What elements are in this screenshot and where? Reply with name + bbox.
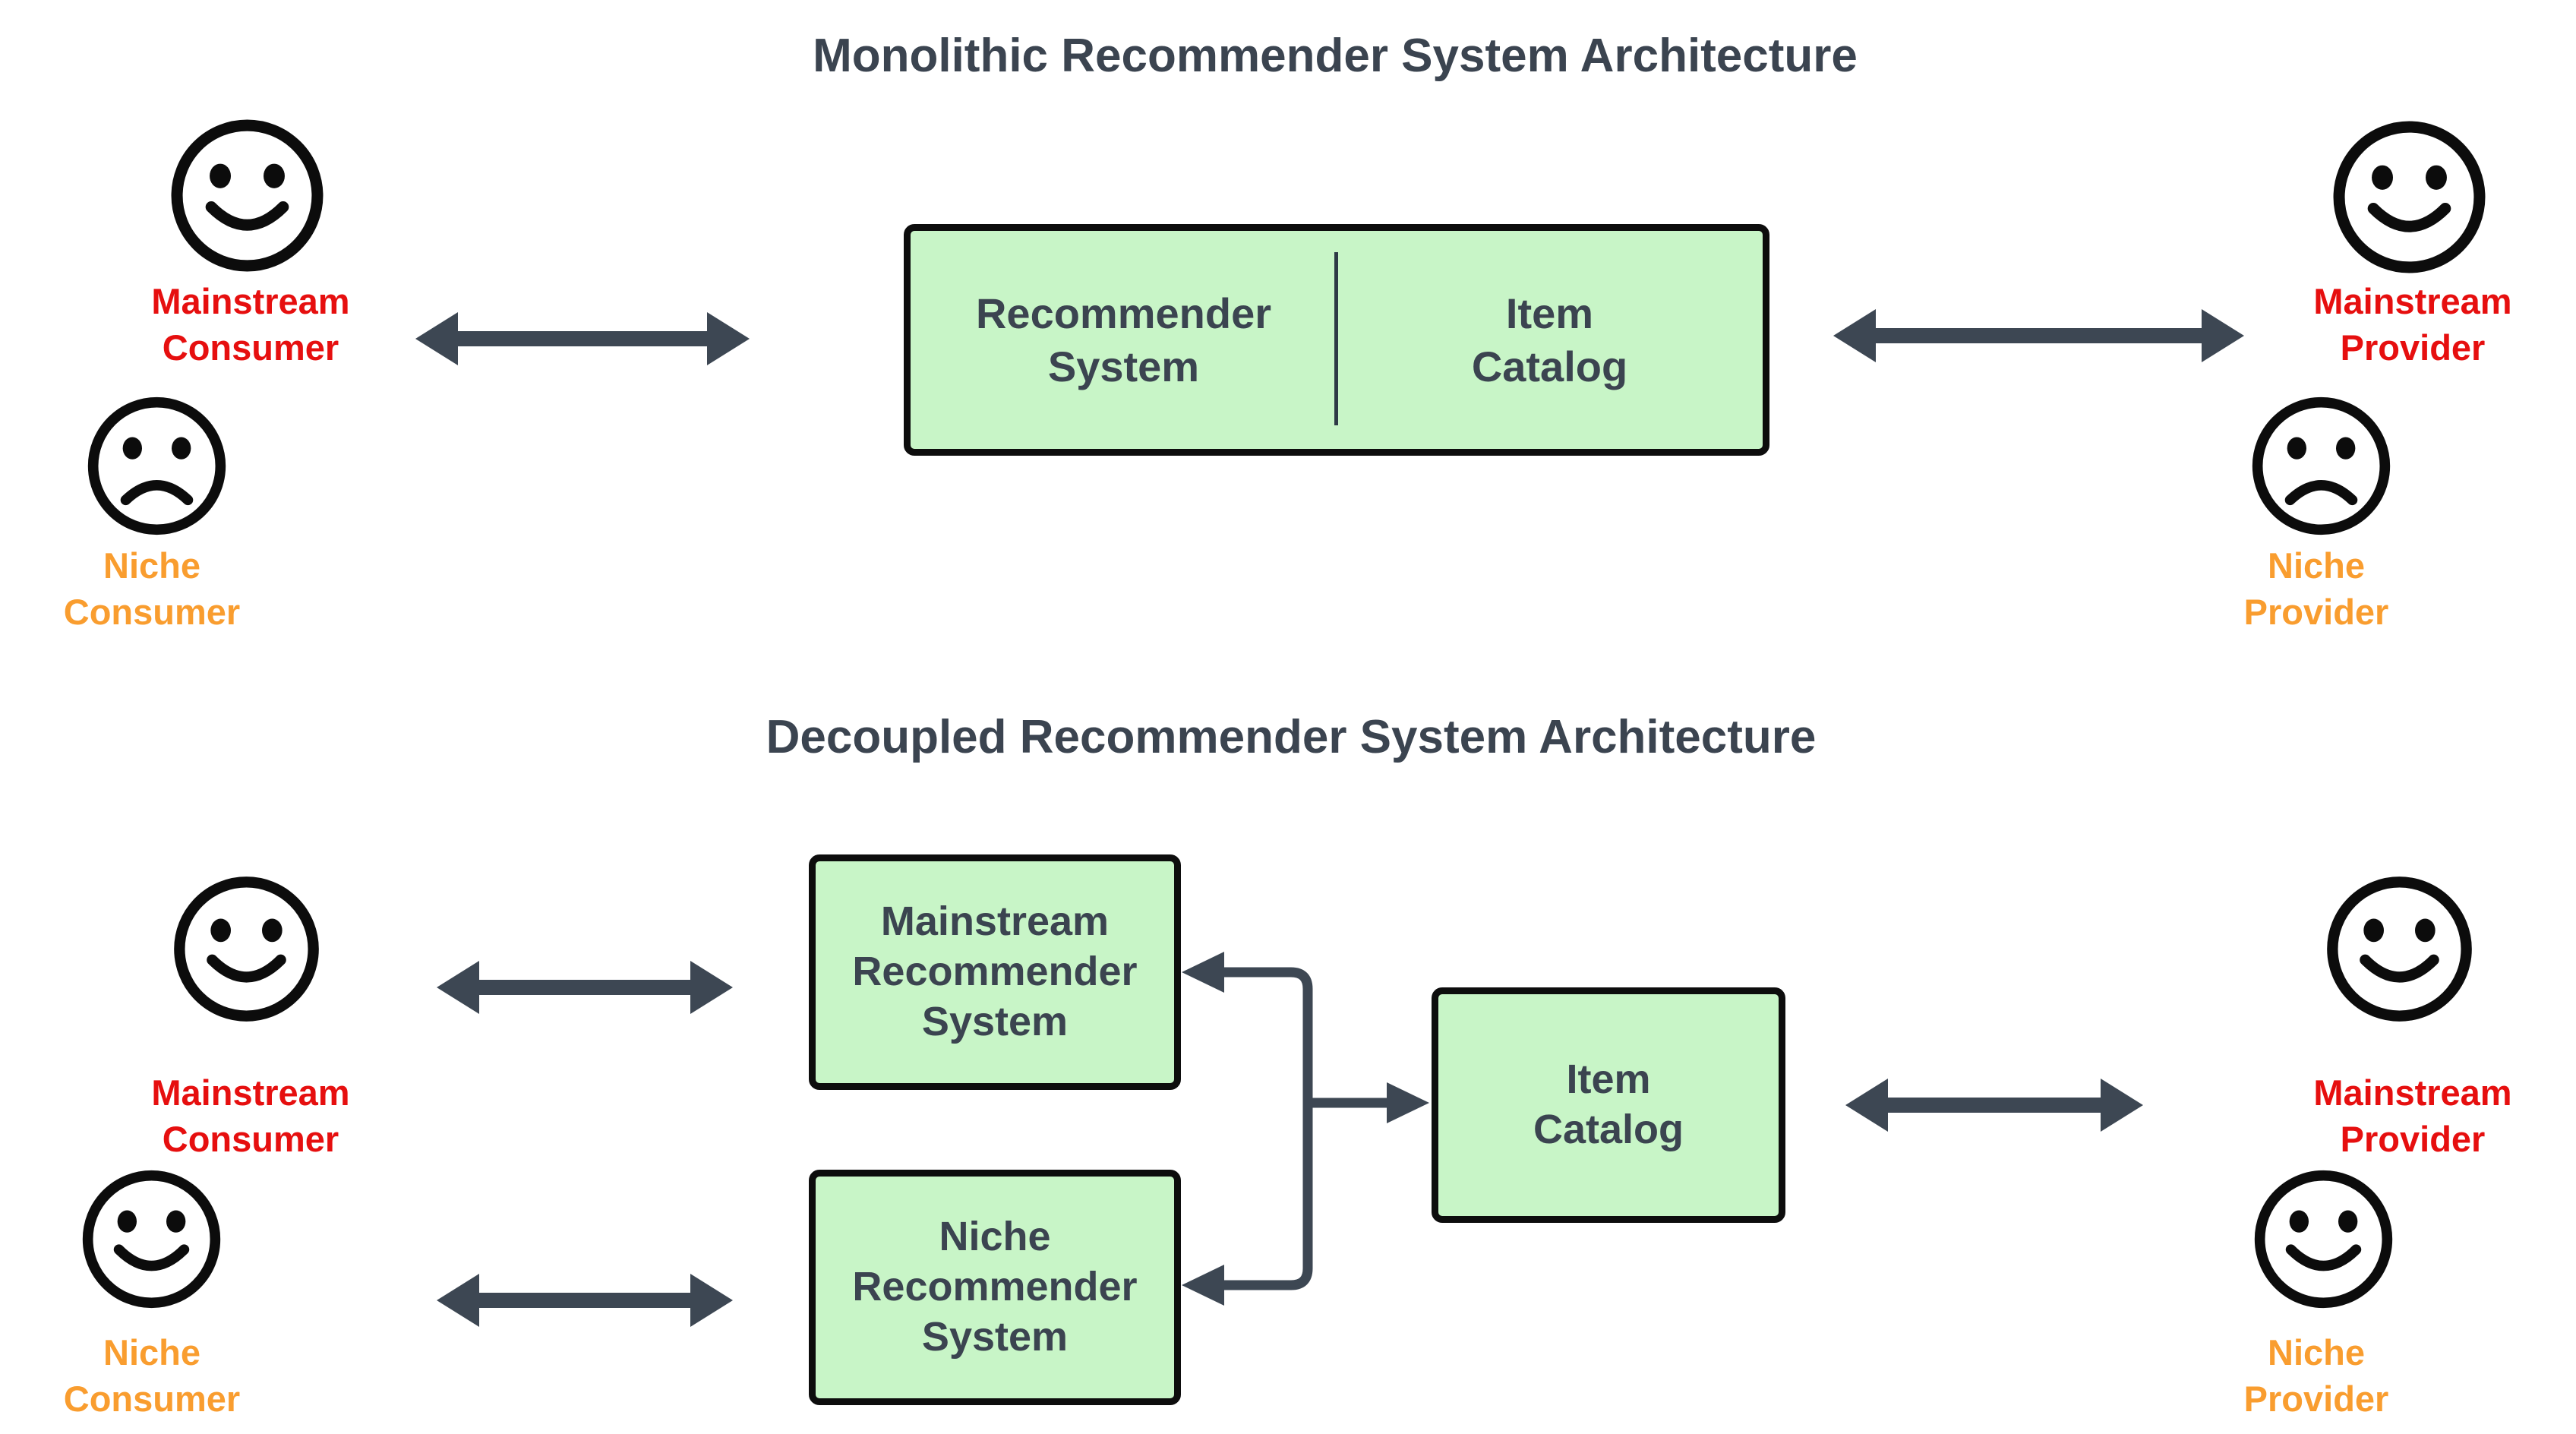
arrow-head-right-icon <box>690 1274 733 1327</box>
monolithic-title: Monolithic Recommender System Architectu… <box>813 30 1858 82</box>
niche-consumer-label: Niche Consumer <box>63 545 241 633</box>
smiley-face-icon <box>166 114 329 277</box>
item-catalog-cell: Item Catalog <box>1471 289 1628 390</box>
arrow-head-left-icon <box>1845 1079 1888 1132</box>
arrow-head-right-icon <box>1387 1082 1429 1123</box>
arrow-head-right-icon <box>690 961 733 1014</box>
smiley-face-icon <box>77 1165 226 1313</box>
mainstream-consumer-label: Mainstream Consumer <box>151 1072 350 1160</box>
arrow-head-right-icon <box>2202 309 2244 362</box>
decoupled-title: Decoupled Recommender System Architectur… <box>766 711 1817 763</box>
arrow-shaft <box>473 1293 696 1308</box>
mainstream-provider-label: Mainstream Provider <box>2313 281 2512 368</box>
arrow-head-left-icon <box>1833 309 1876 362</box>
arrow-head-left-icon <box>1182 1265 1224 1306</box>
smiley-face-icon <box>2328 115 2491 279</box>
arrow-head-left-icon <box>437 961 479 1014</box>
arrow-shaft <box>1882 1098 2107 1113</box>
arrow-head-left-icon <box>1182 952 1224 993</box>
arrow-shaft <box>1870 328 2208 343</box>
smiley-face-icon <box>169 871 324 1027</box>
niche-recommender-box: Niche Recommender System <box>809 1170 1181 1405</box>
branch-connector-arrows <box>1182 952 1429 1306</box>
niche-provider-label: Niche Provider <box>2243 545 2389 633</box>
arrow-head-left-icon <box>415 312 458 365</box>
smiley-face-icon <box>2322 871 2477 1027</box>
item-catalog-box: Item Catalog <box>1432 987 1785 1223</box>
bidirectional-arrow <box>437 961 733 1014</box>
frowny-face-icon <box>2247 392 2395 540</box>
bidirectional-arrow <box>1845 1079 2143 1132</box>
mainstream-recommender-box: Mainstream Recommender System <box>809 854 1181 1090</box>
niche-provider-label: Niche Provider <box>2243 1332 2389 1420</box>
arrow-head-right-icon <box>707 312 750 365</box>
bidirectional-arrow <box>437 1274 733 1327</box>
arrow-head-right-icon <box>2101 1079 2143 1132</box>
frowny-face-icon <box>83 392 231 540</box>
mainstream-consumer-label: Mainstream Consumer <box>151 281 350 368</box>
mainstream-provider-label: Mainstream Provider <box>2313 1072 2512 1160</box>
connector-line <box>1220 967 1313 1290</box>
recommender-system-cell: Recommender System <box>975 289 1272 390</box>
box-divider-line <box>1334 252 1338 425</box>
bidirectional-arrow <box>1833 309 2244 362</box>
niche-consumer-label: Niche Consumer <box>63 1332 241 1420</box>
arrow-shaft <box>452 331 713 346</box>
arrow-head-left-icon <box>437 1274 479 1327</box>
bidirectional-arrow <box>415 312 750 365</box>
smiley-face-icon <box>2249 1165 2398 1313</box>
arrow-shaft <box>473 980 696 995</box>
